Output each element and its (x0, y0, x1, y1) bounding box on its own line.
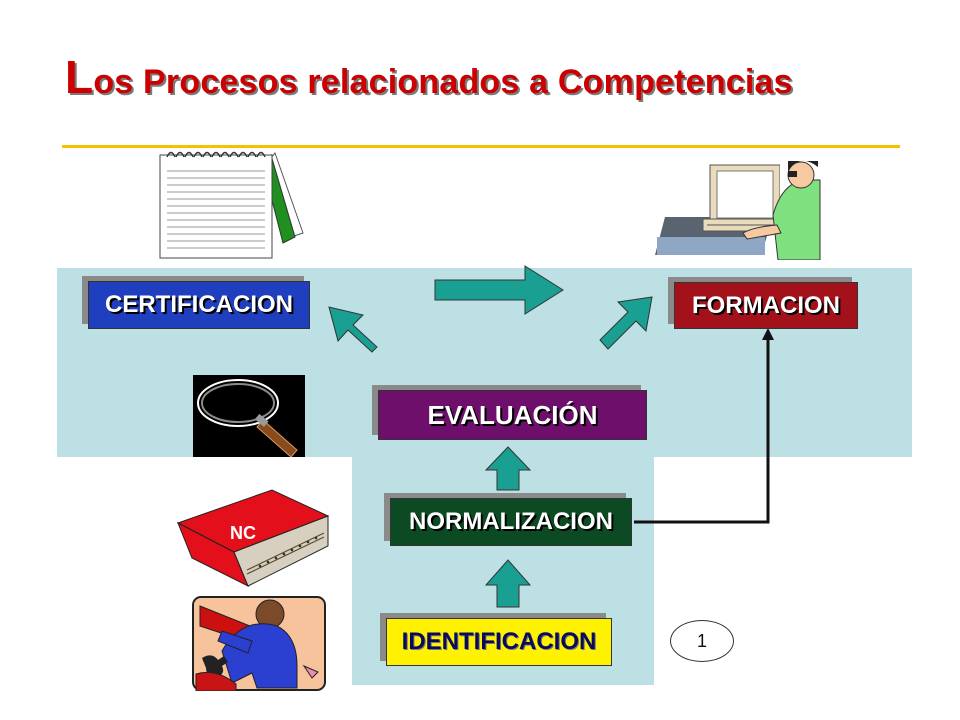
arrow-up-right (599, 296, 653, 350)
title-underline (62, 145, 900, 148)
normalizacion-box: NORMALIZACION (384, 493, 632, 546)
arrow-up-2 (484, 559, 532, 608)
connector-arrowhead (762, 328, 774, 340)
arrow-up-1 (484, 446, 532, 491)
notepad-icon (159, 151, 304, 259)
connector-line (634, 338, 770, 524)
computer-user-icon (655, 155, 821, 260)
certificacion-box: CERTIFICACION (82, 276, 310, 329)
book-label: NC (230, 523, 256, 543)
worker-icon (192, 596, 326, 691)
magnifier-icon (193, 375, 305, 457)
arrow-right (434, 265, 564, 315)
arrow-up-left (328, 306, 378, 353)
page-number-badge: 1 (670, 620, 734, 662)
page-title: Los Procesos relacionados a Competencias (65, 51, 793, 103)
book-icon (176, 489, 330, 588)
evaluacion-box: EVALUACIÓN (372, 385, 647, 440)
identificacion-box: IDENTIFICACION (380, 613, 612, 666)
formacion-box: FORMACION (668, 277, 858, 329)
